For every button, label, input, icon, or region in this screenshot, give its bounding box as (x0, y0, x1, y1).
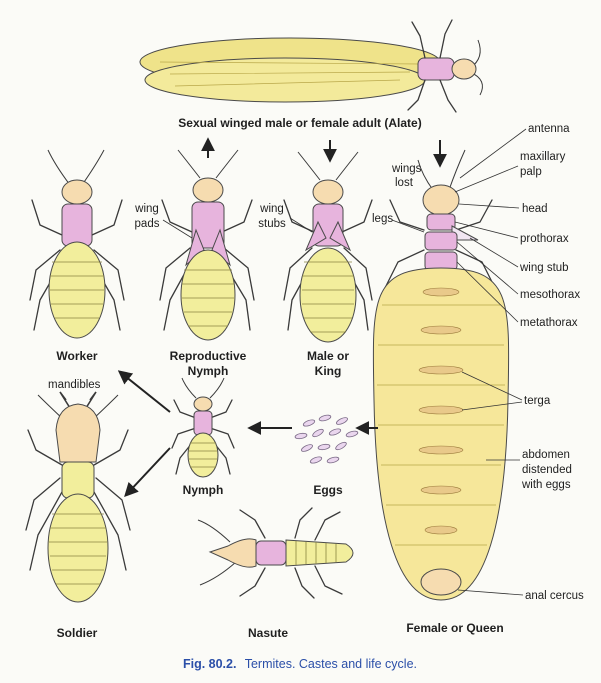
metathorax-label: metathorax (520, 317, 578, 329)
worker-label: Worker (56, 349, 97, 363)
queen-illustration (373, 150, 508, 600)
king-label-2: King (315, 364, 342, 378)
nasute-illustration (198, 508, 353, 598)
soldier-illustration (26, 392, 130, 602)
eggs-illustration (295, 414, 359, 464)
wing-pads-label-1: wing (134, 203, 159, 215)
alate-illustration (140, 20, 482, 112)
mandibles-label: mandibles (48, 379, 101, 391)
king-label-1: Male or (307, 349, 349, 363)
queen-prothorax (427, 214, 455, 230)
queen-head (423, 185, 459, 215)
antenna-label: antenna (528, 123, 570, 135)
anal-cercus-label: anal cercus (525, 590, 584, 602)
wings-lost-label-1: wings (391, 163, 422, 175)
alate-lower-wing (145, 58, 425, 102)
worker-illustration (30, 150, 124, 338)
eggs-label: Eggs (313, 483, 343, 497)
maxillary-label-1: maxillary (520, 151, 566, 163)
queen-anal-cercus (421, 569, 461, 595)
head-label: head (522, 203, 548, 215)
alate-thorax (418, 58, 454, 80)
caption-number: Fig. 80.2. (183, 657, 237, 671)
abdomen-label-1: abdomen (522, 449, 570, 461)
terga-label: terga (524, 395, 551, 407)
king-illustration (284, 152, 372, 342)
alate-head (452, 59, 476, 79)
queen-mesothorax (425, 232, 457, 250)
legs-label: legs (372, 213, 393, 225)
reproductive-nymph-label-2: Nymph (188, 364, 229, 378)
prothorax-label: prothorax (520, 233, 569, 245)
nasute-head (210, 539, 256, 567)
nasute-label: Nasute (248, 626, 288, 640)
soldier-label: Soldier (57, 626, 98, 640)
wings-lost-label-2: lost (395, 177, 414, 189)
arrow-nymph-to-worker (120, 372, 170, 412)
arrow-nymph-to-soldier (126, 448, 170, 495)
reproductive-nymph-label-1: Reproductive (170, 349, 247, 363)
mesothorax-label: mesothorax (520, 289, 580, 301)
nymph-label: Nymph (183, 483, 224, 497)
queen-label: Female or Queen (406, 621, 503, 635)
abdomen-label-3: with eggs (521, 479, 571, 491)
queen-abdomen (373, 268, 508, 600)
nymph-illustration (172, 378, 234, 477)
wing-stub-label: wing stub (519, 262, 569, 274)
caption-text: Termites. Castes and life cycle. (245, 657, 417, 671)
queen-metathorax (425, 252, 457, 270)
abdomen-label-2: distended (522, 464, 572, 476)
maxillary-label-2: palp (520, 166, 542, 178)
wing-stubs-label-1: wing (259, 203, 284, 215)
wing-pads-label-2: pads (135, 218, 160, 230)
figure-caption: Fig. 80.2. Termites. Castes and life cyc… (183, 657, 417, 671)
alate-label: Sexual winged male or female adult (Alat… (178, 116, 421, 130)
wing-stubs-label-2: stubs (258, 218, 286, 230)
reproductive-nymph-illustration (160, 150, 254, 340)
